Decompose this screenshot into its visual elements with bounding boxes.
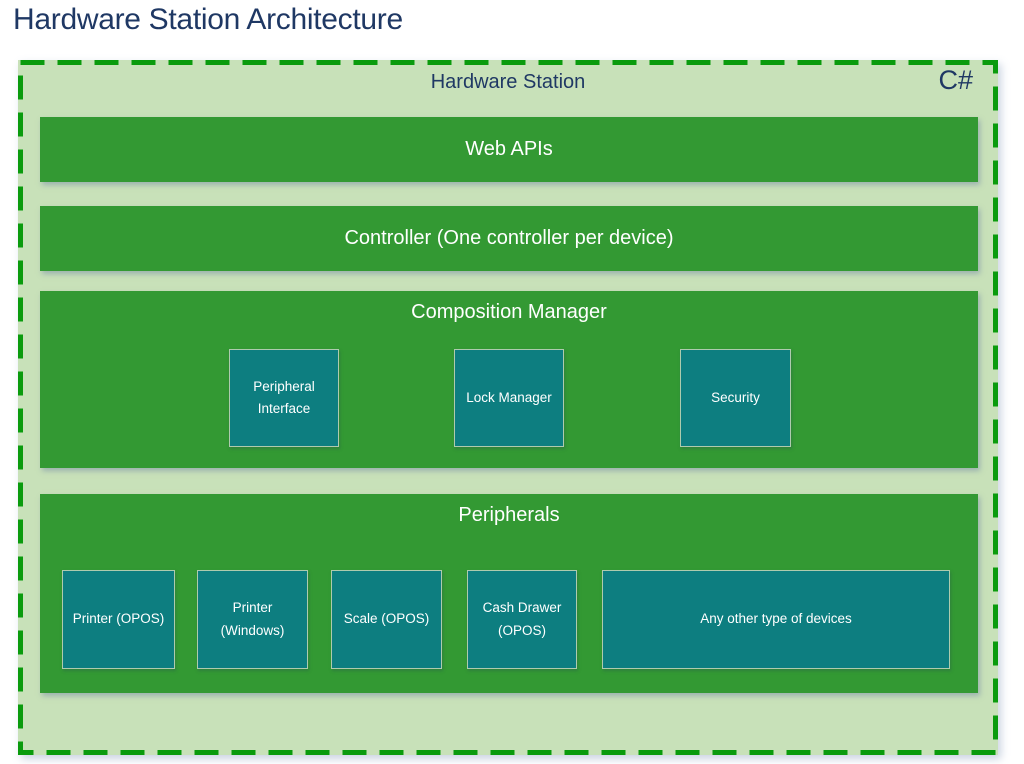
layer-web-apis: Web APIs — [40, 117, 978, 182]
component-security: Security — [680, 349, 791, 447]
layer-peripherals: Peripherals Printer (OPOS) Printer (Wind… — [40, 494, 978, 693]
component-label: Lock Manager — [466, 389, 552, 405]
component-label: Any other type of devices — [700, 611, 852, 627]
section-title: Composition Manager — [411, 301, 607, 323]
component-label: Security — [711, 389, 760, 405]
station-label: Hardware Station — [430, 71, 586, 93]
component-scale-opos: Scale (OPOS) — [331, 570, 442, 669]
component-peripheral-interface: Peripheral Interface — [229, 349, 339, 447]
page-title: Hardware Station Architecture — [13, 3, 403, 36]
layer-label: Controller (One controller per device) — [344, 227, 674, 249]
component-label: Scale (OPOS) — [343, 611, 430, 627]
component-any-other-devices: Any other type of devices — [602, 570, 950, 669]
component-printer-opos: Printer (OPOS) — [62, 570, 175, 669]
component-lock-manager: Lock Manager — [454, 349, 564, 447]
layer-composition-manager: Composition Manager Peripheral Interface… — [40, 291, 978, 468]
hardware-station-container: Hardware Station C# Web APIs Controller … — [18, 60, 998, 755]
layer-label: Web APIs — [465, 138, 553, 160]
language-badge: C# — [938, 65, 973, 95]
component-cash-drawer-opos: Cash Drawer (OPOS) — [467, 570, 577, 669]
layer-controller: Controller (One controller per device) — [40, 206, 978, 271]
component-printer-windows: Printer (Windows) — [197, 570, 308, 669]
component-label: Cash Drawer (OPOS) — [482, 600, 562, 638]
station-inner: Hardware Station C# Web APIs Controller … — [23, 65, 993, 750]
component-label: Printer (Windows) — [220, 600, 285, 638]
section-title: Peripherals — [458, 504, 560, 526]
component-label: Peripheral Interface — [253, 378, 315, 416]
component-label: Printer (OPOS) — [72, 611, 165, 627]
